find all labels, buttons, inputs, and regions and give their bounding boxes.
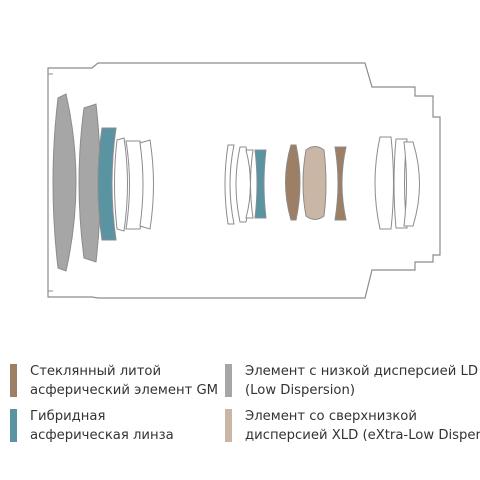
lens-element-clear xyxy=(224,144,235,225)
lens-element-ld xyxy=(52,93,77,272)
legend-label-line: Элемент с низкой дисперсией LD xyxy=(245,364,478,379)
lens-element-clear xyxy=(245,149,254,219)
lens-element-hybrid-aspherical xyxy=(254,149,267,219)
lens-element-gm-aspherical xyxy=(285,144,301,221)
legend-label-line: асферическая линза xyxy=(30,428,174,443)
legend-label-line: асферический элемент GM xyxy=(30,383,219,398)
legend-swatch-gm xyxy=(10,364,17,397)
lens-element-clear xyxy=(139,139,154,230)
legend-label-hybrid: Гибридная асферическая линза xyxy=(30,407,174,445)
legend-item-xld: Элемент со сверхнизкой дисперсией XLD (e… xyxy=(225,407,480,445)
legend-label-ld: Элемент с низкой дисперсией LD (Low Disp… xyxy=(245,362,478,400)
lens-cross-section-diagram xyxy=(47,62,441,299)
lens-element-clear xyxy=(374,136,394,230)
legend-item-hybrid: Гибридная асферическая линза xyxy=(10,407,174,445)
legend-swatch-hybrid xyxy=(10,409,17,442)
legend-label-line: Элемент со сверхнизкой xyxy=(245,409,417,424)
legend-label-line: Гибридная xyxy=(30,409,106,424)
legend-swatch-xld xyxy=(225,409,232,442)
lens-element-clear xyxy=(403,141,420,227)
lens-element-xld xyxy=(302,146,327,220)
legend-label-xld: Элемент со сверхнизкой дисперсией XLD (e… xyxy=(245,407,480,445)
legend-item-ld: Элемент с низкой дисперсией LD (Low Disp… xyxy=(225,362,478,400)
legend-item-gm: Стеклянный литой асферический элемент GM xyxy=(10,362,218,400)
legend-label-line: (Low Dispersion) xyxy=(245,383,356,398)
legend-label-line: дисперсией XLD (eXtra-Low Dispers xyxy=(245,428,480,443)
lens-element-ld xyxy=(78,103,101,263)
legend-label-line: Стеклянный литой xyxy=(30,364,162,379)
legend-swatch-ld xyxy=(225,364,232,397)
lens-element-hybrid-aspherical xyxy=(97,127,117,241)
legend-label-gm: Стеклянный литой асферический элемент GM xyxy=(30,362,218,400)
lens-element-clear xyxy=(114,137,128,232)
lens-barrel-outline xyxy=(47,62,441,299)
lens-element-gm-aspherical xyxy=(334,146,347,221)
